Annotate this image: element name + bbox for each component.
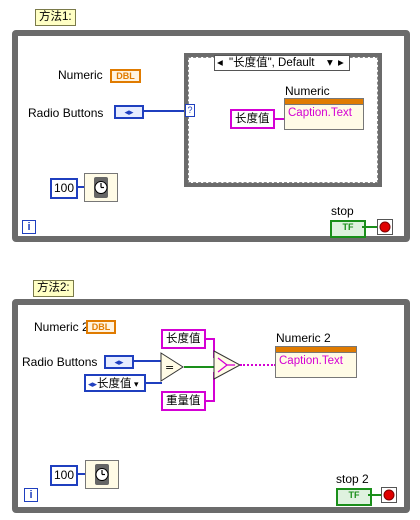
svg-text:=: =: [165, 361, 174, 374]
method2-wire-a: [205, 338, 215, 340]
method2-wait-wire: [76, 473, 86, 475]
method1-numeric-label: Numeric: [58, 68, 103, 82]
method2-prop-title: Numeric 2: [276, 331, 331, 345]
method2-select-wire: [240, 364, 276, 366]
method2-stop-label: stop 2: [336, 472, 369, 486]
method2-wire-b: [205, 400, 215, 402]
method1-property-node[interactable]: Caption.Text: [284, 98, 364, 130]
method1-string-constant[interactable]: 长度值: [230, 109, 275, 129]
case-increment-icon[interactable]: ▸: [338, 57, 344, 69]
method1-stop-condition[interactable]: [377, 219, 393, 235]
method2-numeric-label: Numeric 2: [34, 320, 89, 334]
method2-string-constant-a[interactable]: 长度值: [161, 329, 206, 349]
method1-stop-label: stop: [331, 204, 354, 218]
timer-icon: [95, 464, 109, 485]
method1-stop-terminal[interactable]: TF: [330, 220, 366, 238]
method1-wait-wire: [76, 186, 85, 188]
method2-note: 方法2:: [33, 280, 74, 297]
method1-radio-label: Radio Buttons: [28, 106, 104, 120]
method2-string-constant-b[interactable]: 重量值: [161, 391, 206, 411]
method1-case-selector[interactable]: ◂ "长度值", Default ▾ ▸: [214, 55, 350, 71]
method2-enum-constant[interactable]: ◂▸长度值 ▾: [84, 374, 146, 392]
method2-enum-wire: [146, 382, 162, 384]
stop-terminal-icon: [383, 489, 395, 501]
timer-icon: [94, 177, 108, 198]
method2-wait-constant[interactable]: 100: [50, 465, 78, 486]
method2-property-node[interactable]: Caption.Text: [275, 346, 357, 378]
method2-stop-condition[interactable]: [381, 487, 397, 503]
method2-select-function[interactable]: [213, 350, 242, 380]
method1-stop-wire: [362, 226, 378, 228]
method2-bool-wire: [184, 366, 214, 368]
method1-wait-function[interactable]: [84, 173, 118, 202]
method2-equal-function[interactable]: =: [160, 352, 184, 382]
method2-radio-terminal[interactable]: ◂▸: [104, 355, 134, 369]
method1-wait-constant[interactable]: 100: [50, 178, 78, 199]
method2-numeric-terminal[interactable]: DBL: [86, 320, 116, 334]
method1-prop-caption[interactable]: Caption.Text: [288, 107, 352, 119]
method1-while-loop[interactable]: [12, 30, 410, 242]
method2-wire-b-v: [213, 372, 215, 402]
case-selector-label: "长度值", Default: [229, 57, 315, 69]
method2-radio-wire: [134, 360, 162, 362]
method1-numeric-terminal[interactable]: DBL: [110, 69, 141, 83]
method1-enum-wire: [144, 110, 187, 112]
equal-function-icon: =: [160, 352, 184, 382]
method2-radio-label: Radio Buttons: [22, 355, 98, 369]
method1-string-wire: [274, 118, 286, 120]
enum-dropdown-icon[interactable]: ▾: [131, 379, 139, 389]
method1-info-icon[interactable]: i: [22, 220, 36, 234]
method1-note: 方法1:: [35, 9, 76, 26]
case-dropdown-icon[interactable]: ▾: [327, 57, 333, 69]
method2-wire-a-v: [213, 338, 215, 358]
select-function-icon: [213, 350, 242, 380]
method2-stop-terminal[interactable]: TF: [336, 488, 372, 506]
method1-radio-terminal[interactable]: ◂▸: [114, 105, 144, 119]
method2-enum-text: 长度值: [97, 378, 132, 390]
method2-info-icon[interactable]: i: [24, 488, 38, 502]
method2-while-loop[interactable]: [12, 299, 410, 513]
method1-prop-title: Numeric: [285, 84, 330, 98]
case-decrement-icon[interactable]: ◂: [217, 57, 223, 69]
enum-arrows-icon: ◂▸: [88, 379, 98, 389]
method1-case-tunnel[interactable]: ?: [185, 104, 195, 117]
method2-prop-caption[interactable]: Caption.Text: [279, 355, 343, 367]
method2-wait-function[interactable]: [85, 460, 119, 489]
method2-stop-wire: [368, 494, 382, 496]
stop-terminal-icon: [379, 221, 391, 233]
